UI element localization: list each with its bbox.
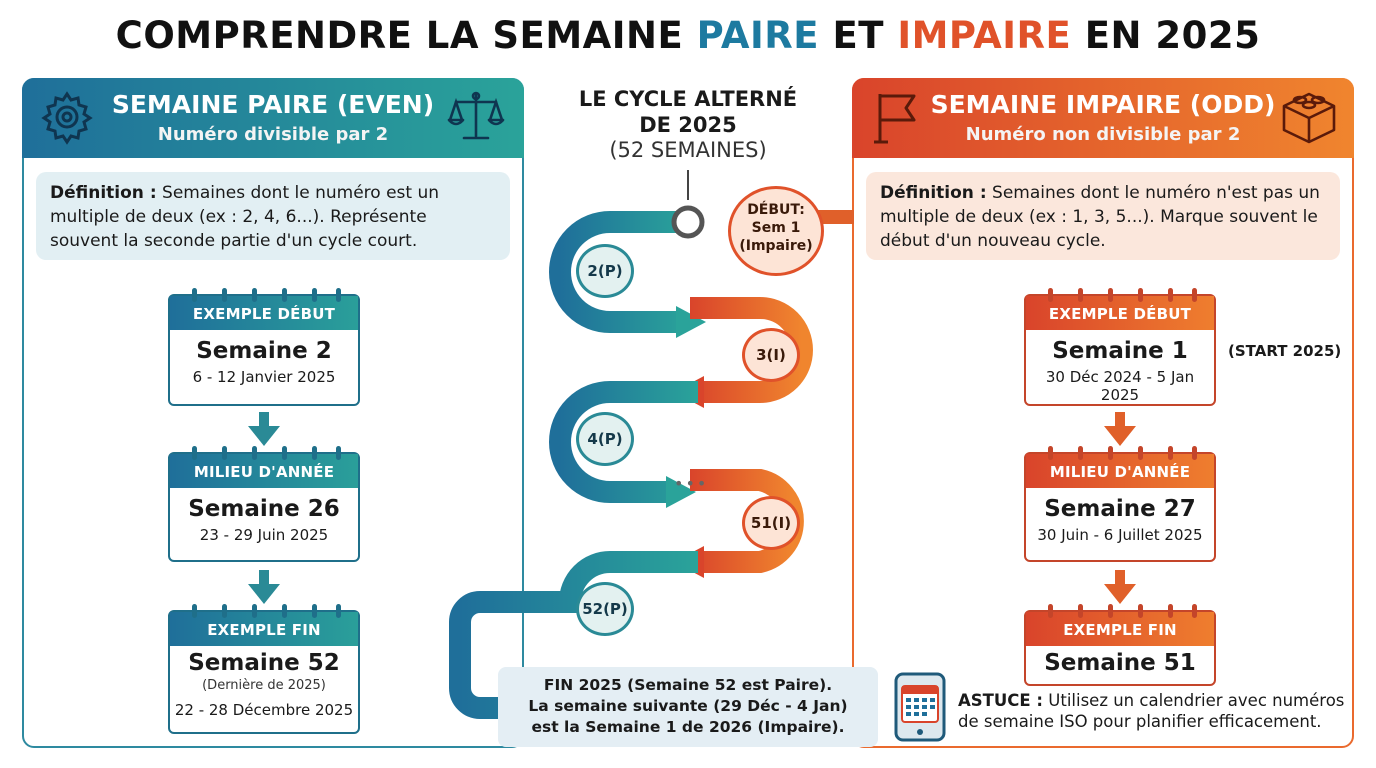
odd-card-end: EXEMPLE FIN Semaine 51 [1024,604,1216,686]
even-panel-title: SEMAINE PAIRE (EVEN) [111,90,435,119]
odd-card-middle-week: Semaine 27 [1044,496,1196,522]
even-definition-text: Semaines dont le numéro est un multiple … [50,183,440,251]
down-arrow-icon [248,570,280,604]
odd-panel-header: SEMAINE IMPAIRE (ODD) Numéro non divisib… [852,78,1354,158]
even-card-start-header: EXEMPLE DÉBUT [170,296,358,330]
calendar-rings [1026,604,1214,618]
even-card-start-week: Semaine 2 [196,338,332,364]
even-definition-label: Définition : [50,183,157,203]
start-2025-note: (START 2025) [1228,342,1342,360]
odd-definition-box: Définition : Semaines dont le numéro n'e… [866,172,1340,260]
fin-line2: La semaine suivante (29 Déc - 4 Jan) [528,697,848,715]
cycle-subtitle: (52 SEMAINES) [609,138,767,162]
even-week-panel: SEMAINE PAIRE (EVEN) Numéro divisible pa… [22,78,524,748]
title-odd-word: IMPAIRE [897,14,1072,57]
phone-calendar-icon [894,672,946,742]
cycle-node-week-3: 3(I) [742,328,800,382]
tip-label: ASTUCE : [958,691,1044,710]
even-definition-box: Définition : Semaines dont le numéro est… [36,172,510,260]
cycle-title-line1: LE CYCLE ALTERNÉ [578,87,798,111]
even-card-start: EXEMPLE DÉBUT Semaine 2 6 - 12 Janvier 2… [168,288,360,406]
even-card-middle-week: Semaine 26 [188,496,340,522]
even-card-end-dates: 22 - 28 Décembre 2025 [174,701,354,719]
odd-card-start: EXEMPLE DÉBUT Semaine 1 30 Déc 2024 - 5 … [1024,288,1216,406]
fin-line1: FIN 2025 (Semaine 52 est Paire). [543,676,833,694]
cycle-node-week-52: 52(P) [576,582,634,636]
odd-card-start-week: Semaine 1 [1052,338,1188,364]
even-card-middle-dates: 23 - 29 Juin 2025 [199,526,329,544]
end-of-year-note: FIN 2025 (Semaine 52 est Paire). La sema… [498,667,878,747]
odd-week-panel: SEMAINE IMPAIRE (ODD) Numéro non divisib… [852,78,1354,748]
cycle-node-week-2: 2(P) [576,244,634,298]
even-panel-subtitle: Numéro divisible par 2 [157,124,389,145]
calendar-rings [170,446,358,460]
fin-line3: est la Semaine 1 de 2026 (Impaire). [531,718,845,736]
odd-panel-title: SEMAINE IMPAIRE (ODD) [930,90,1276,119]
odd-card-middle: MILIEU D'ANNÉE Semaine 27 30 Juin - 6 Ju… [1024,446,1216,562]
cycle-ellipsis: ••• [674,474,709,493]
start-node-line3: (Impaire) [739,238,813,254]
calendar-rings [170,288,358,302]
down-arrow-icon [248,412,280,446]
odd-definition-label: Définition : [880,183,987,203]
odd-card-middle-dates: 30 Juin - 6 Juillet 2025 [1037,526,1203,544]
odd-card-end-header: EXEMPLE FIN [1026,612,1214,646]
even-card-end: EXEMPLE FIN Semaine 52 (Dernière de 2025… [168,604,360,734]
building-block-icon [1278,84,1340,152]
even-card-middle: MILIEU D'ANNÉE Semaine 26 23 - 29 Juin 2… [168,446,360,562]
cycle-title: LE CYCLE ALTERNÉ DE 2025 [560,86,816,138]
title-even-word: PAIRE [696,14,820,57]
odd-card-start-header: EXEMPLE DÉBUT [1026,296,1214,330]
cycle-start-node: DÉBUT: Sem 1 (Impaire) [728,186,824,276]
even-card-start-dates: 6 - 12 Janvier 2025 [192,368,336,386]
start-node-line1: DÉBUT: [747,202,805,218]
odd-card-end-week: Semaine 51 [1044,650,1196,676]
tip-text-block: ASTUCE : Utilisez un calendrier avec num… [958,690,1358,732]
cycle-title-line2: DE 2025 [639,113,737,137]
flag-icon [870,88,924,150]
start-node-line2: Sem 1 [751,220,801,236]
odd-definition-text: Semaines dont le numéro n'est pas un mul… [880,183,1320,251]
even-card-end-note: (Dernière de 2025) [202,678,326,693]
title-part2: EN 2025 [1071,14,1261,57]
even-card-end-week: Semaine 52 [188,650,340,676]
title-middle: ET [819,14,898,57]
calendar-rings [170,604,358,618]
even-card-middle-header: MILIEU D'ANNÉE [170,454,358,488]
tip-text: Utilisez un calendrier avec numéros de s… [958,691,1345,731]
even-panel-header: SEMAINE PAIRE (EVEN) Numéro divisible pa… [22,78,524,158]
even-card-end-header: EXEMPLE FIN [170,612,358,646]
down-arrow-icon [1104,570,1136,604]
page-title: COMPRENDRE LA SEMAINE PAIRE ET IMPAIRE E… [0,14,1376,57]
cycle-node-week-4: 4(P) [576,412,634,466]
cycle-node-week-51: 51(I) [742,496,800,550]
odd-panel-subtitle: Numéro non divisible par 2 [965,124,1241,145]
gear-icon [38,88,96,150]
calendar-rings [1026,446,1214,460]
title-part1: COMPRENDRE LA SEMAINE [115,14,697,57]
odd-card-start-dates: 30 Déc 2024 - 5 Jan 2025 [1045,368,1195,404]
down-arrow-icon [1104,412,1136,446]
odd-card-middle-header: MILIEU D'ANNÉE [1026,454,1214,488]
balance-scale-icon [446,86,506,150]
calendar-rings [1026,288,1214,302]
